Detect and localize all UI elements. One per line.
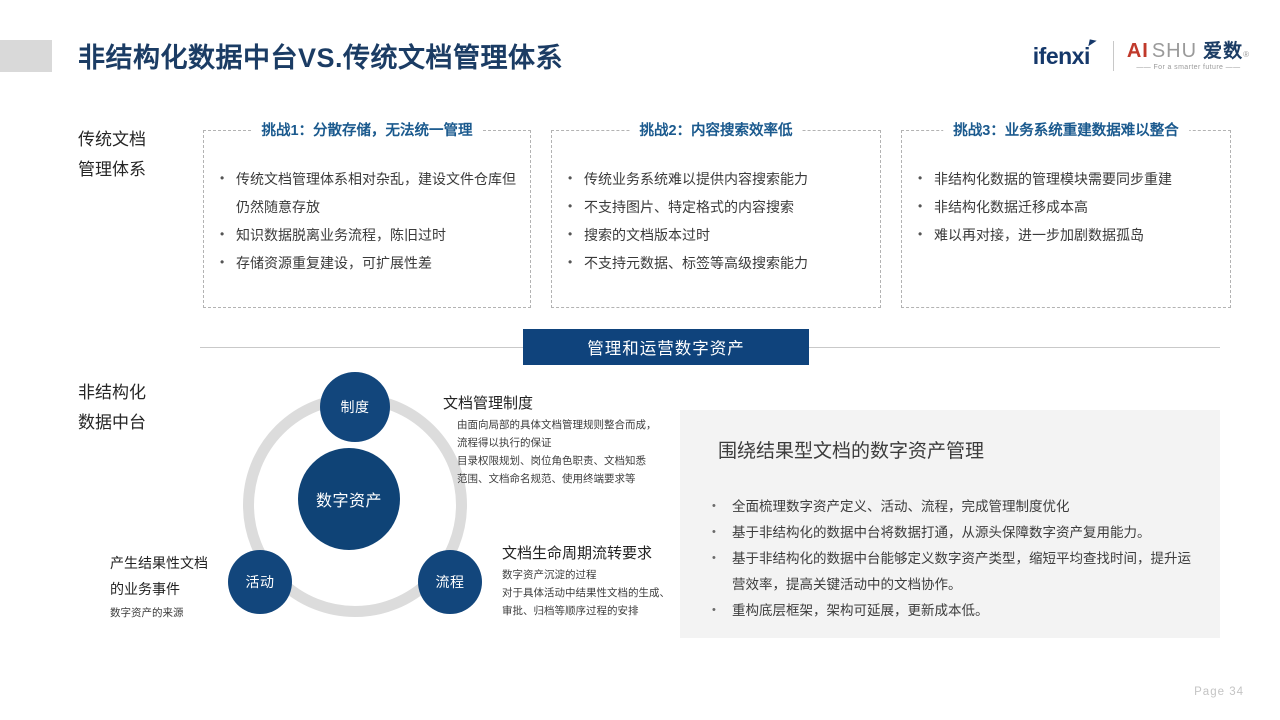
challenge-card-2-title: 挑战2：内容搜索效率低 [629,119,803,140]
annotation-business-event: 产生结果性文档 的业务事件 数字资产的来源 [110,550,208,622]
annotation-lifecycle-title: 文档生命周期流转要求 [502,545,653,562]
annotation-lifecycle-body: 数字资产沉淀的过程 对于具体活动中结果性文档的生成、 审批、归档等顺序过程的安排 [502,566,670,620]
summary-panel-title: 围绕结果型文档的数字资产管理 [718,441,985,462]
list-item: 不支持元数据、标签等高级搜索能力 [566,248,866,277]
annotation-line: 由面向局部的具体文档管理规则整合而成， [457,419,657,431]
ifenxi-wordmark: ifenxi [1032,42,1091,69]
list-item: 搜索的文档版本过时 [566,220,866,249]
challenge-card-1-list: 传统文档管理体系相对杂乱，建设文件仓库但仍然随意存放 知识数据脱离业务流程，陈旧… [204,131,530,277]
challenge-card-2: 挑战2：内容搜索效率低 传统业务系统难以提供内容搜索能力 不支持图片、特定格式的… [551,119,881,308]
summary-panel-list: 全面梳理数字资产定义、活动、流程，完成管理制度优化 基于非结构化的数据中台将数据… [708,493,1202,624]
annotation-line: 数字资产沉淀的过程 [502,569,597,581]
annotation-line: 的业务事件 [110,581,180,597]
aishu-tagline: —— For a smarter future —— [1136,64,1241,71]
list-item: 不支持图片、特定格式的内容搜索 [566,192,866,221]
challenge-card-3-list: 非结构化数据的管理模块需要同步重建 非结构化数据迁移成本高 难以再对接，进一步加… [902,131,1230,249]
section-banner: 管理和运营数字资产 [523,329,809,365]
list-item: 难以再对接，进一步加剧数据孤岛 [916,220,1216,249]
list-item: 重构底层框架，架构可延展，更新成本低。 [708,597,1202,624]
annotation-business-event-subtitle: 数字资产的来源 [110,607,184,619]
challenge-card-1-title: 挑战1：分散存储，无法统一管理 [251,119,483,140]
annotation-institution-title: 文档管理制度 [443,395,534,412]
annotation-line: 目录权限规划、岗位角色职责、文档知悉 [457,455,646,467]
annotation-line: 范围、文档命名规范、使用终端要求等 [457,473,636,485]
section-label-platform-line2: 数据中台 [78,413,146,432]
ifenxi-logo: ifenxi [1032,38,1100,70]
ifenxi-tick-icon [1088,38,1097,48]
list-item: 传统业务系统难以提供内容搜索能力 [566,164,866,193]
list-item: 全面梳理数字资产定义、活动、流程，完成管理制度优化 [708,493,1202,520]
list-item: 基于非结构化的数据中台将数据打通，从源头保障数字资产复用能力。 [708,519,1202,546]
brand-divider [1112,41,1114,71]
challenge-card-3: 挑战3：业务系统重建数据难以整合 非结构化数据的管理模块需要同步重建 非结构化数… [901,119,1231,308]
summary-panel: 围绕结果型文档的数字资产管理 全面梳理数字资产定义、活动、流程，完成管理制度优化… [680,410,1220,638]
aishu-ai-text: AI [1126,40,1149,62]
annotation-line: 产生结果性文档 [110,555,208,571]
annotation-institution: 文档管理制度 由面向局部的具体文档管理规则整合而成， 流程得以执行的保证 目录权… [443,392,657,488]
section-label-platform-line1: 非结构化 [78,383,146,402]
list-item: 传统文档管理体系相对杂乱，建设文件仓库但仍然随意存放 [218,164,516,221]
list-item: 基于非结构化的数据中台能够定义数字资产类型，缩短平均查找时间，提升运营效率，提高… [708,545,1202,598]
list-item: 存储资源重复建设，可扩展性差 [218,248,516,277]
aishu-shu-text: SHU [1151,40,1198,62]
challenge-card-3-title: 挑战3：业务系统重建数据难以整合 [943,119,1189,140]
digital-asset-diagram: 数字资产 制度 活动 流程 [228,372,482,617]
page-number: Page 34 [1194,686,1244,698]
challenge-card-1: 挑战1：分散存储，无法统一管理 传统文档管理体系相对杂乱，建设文件仓库但仍然随意… [203,119,531,308]
list-item: 非结构化数据迁移成本高 [916,192,1216,221]
diagram-node-center: 数字资产 [298,448,400,550]
annotation-business-event-title: 产生结果性文档 的业务事件 [110,550,208,602]
list-item: 非结构化数据的管理模块需要同步重建 [916,164,1216,193]
section-label-platform: 非结构化 数据中台 [78,378,146,438]
registered-mark-icon: ® [1243,50,1250,59]
diagram-node-institution: 制度 [320,372,390,442]
section-label-traditional-line2: 管理体系 [78,160,146,179]
aishu-logo: AI SHU 爱数 ® —— For a smarter future —— [1127,41,1250,71]
annotation-line: 对于具体活动中结果性文档的生成、 [502,587,670,599]
annotation-line: 流程得以执行的保证 [457,437,552,449]
list-item: 知识数据脱离业务流程，陈旧过时 [218,220,516,249]
challenge-card-2-list: 传统业务系统难以提供内容搜索能力 不支持图片、特定格式的内容搜索 搜索的文档版本… [552,131,880,277]
diagram-node-process: 流程 [418,550,482,614]
section-banner-label: 管理和运营数字资产 [587,340,745,358]
section-label-traditional: 传统文档 管理体系 [78,125,146,185]
diagram-node-activity: 活动 [228,550,292,614]
header-accent-block [0,40,52,72]
annotation-institution-body: 由面向局部的具体文档管理规则整合而成， 流程得以执行的保证 目录权限规划、岗位角… [443,416,657,488]
aishu-chinese-text: 爱数 [1203,41,1244,62]
section-label-traditional-line1: 传统文档 [78,130,146,149]
annotation-lifecycle: 文档生命周期流转要求 数字资产沉淀的过程 对于具体活动中结果性文档的生成、 审批… [502,542,670,620]
annotation-line: 审批、归档等顺序过程的安排 [502,605,639,617]
brand-logos: ifenxi AI SHU 爱数 ® —— For a smarter futu… [1033,38,1250,74]
page-title: 非结构化数据中台VS.传统文档管理体系 [78,43,564,73]
aishu-wordmark: AI SHU 爱数 ® [1127,41,1250,61]
